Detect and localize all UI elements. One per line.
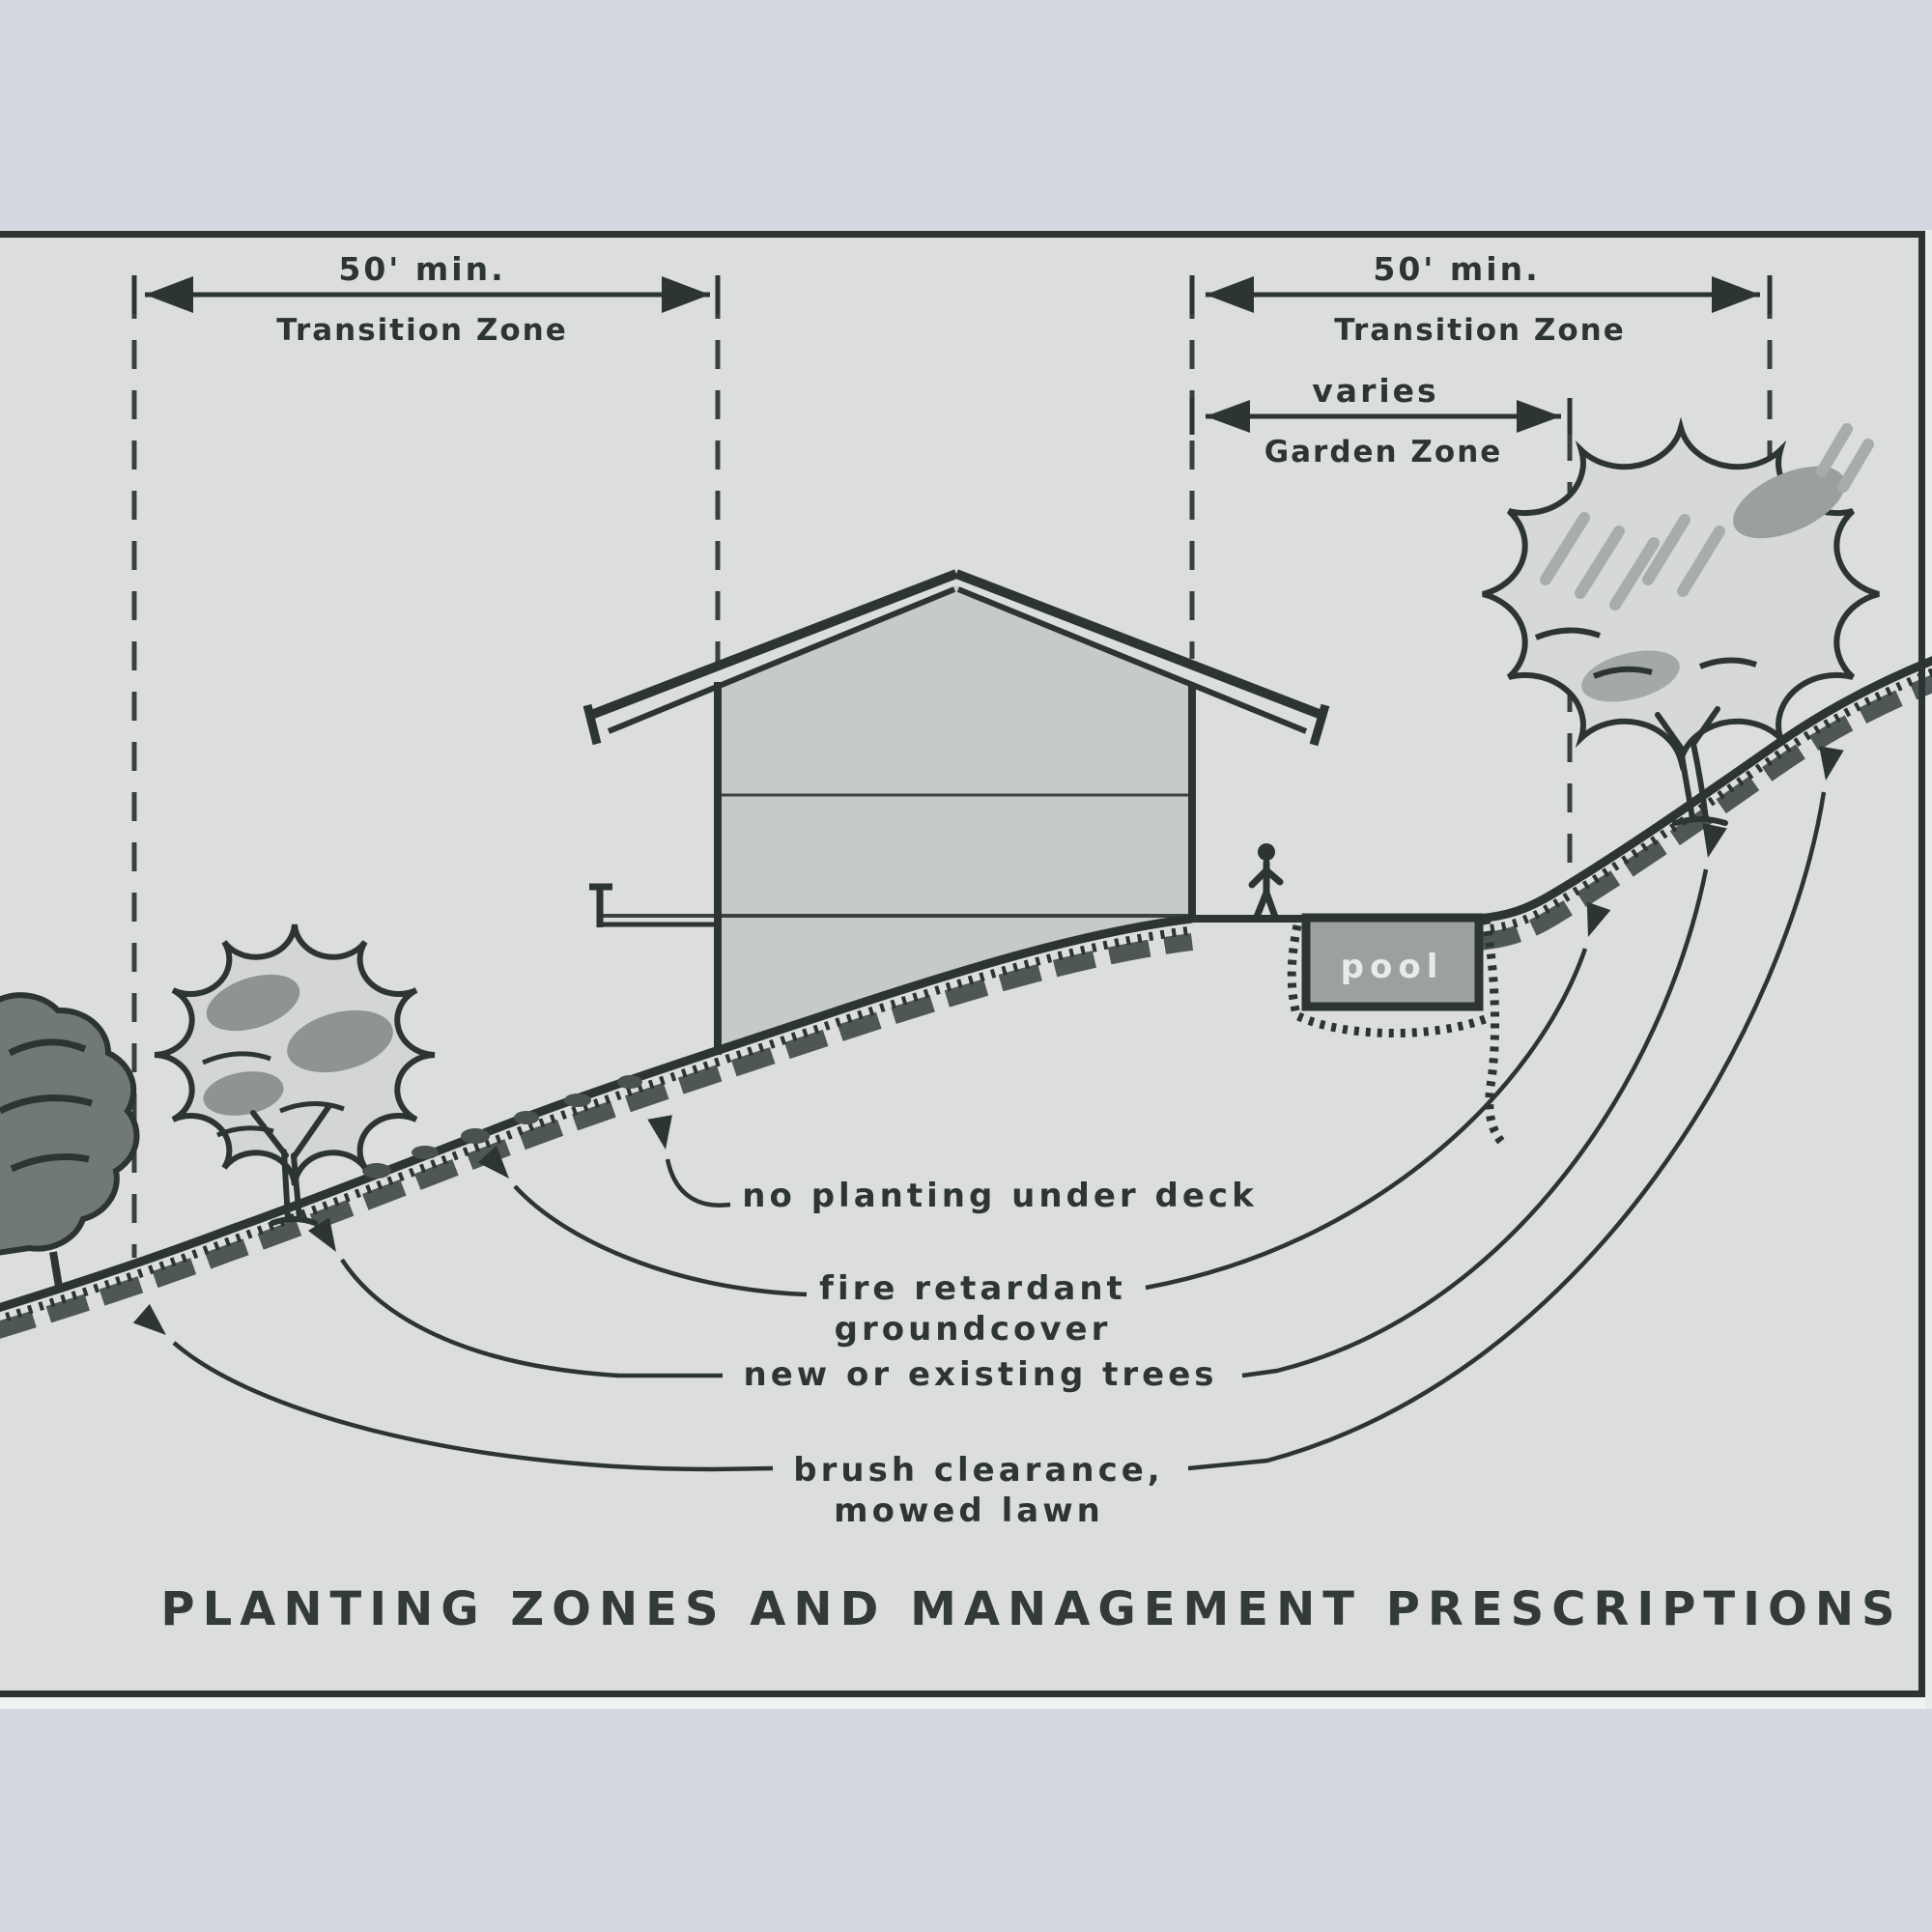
callout-arrows — [172, 791, 1827, 1472]
callout-labels: no planting under deck fire retardant gr… — [742, 1177, 1257, 1530]
roof — [582, 569, 1330, 747]
person-figure — [1248, 843, 1284, 921]
trunk — [1655, 706, 1728, 826]
pool-hatch-right — [1481, 919, 1507, 1148]
arrow-fire-right — [1145, 948, 1588, 1291]
terrain — [0, 656, 1932, 1339]
pool-basin — [1301, 913, 1484, 1011]
pool-hatch-left — [1287, 924, 1302, 1016]
canopy-hatch — [1540, 423, 1874, 611]
house — [582, 569, 1330, 1055]
arrowhead-right-icon — [1712, 276, 1760, 313]
canopy — [0, 992, 140, 1256]
dimension-garden-zone: varies Garden Zone — [1189, 372, 1573, 469]
arrow-brush-right — [1187, 791, 1827, 1471]
canopy-shading — [203, 974, 393, 1116]
arrowhead-left-icon — [145, 276, 193, 313]
label-brush-line2: mowed lawn — [834, 1492, 1104, 1530]
tree-left — [154, 923, 436, 1226]
left-deck — [589, 883, 721, 927]
left-dimension-length: 50' min. — [338, 250, 505, 288]
label-fire-retardant-line1: fire retardant — [819, 1269, 1126, 1308]
paper-right-strip — [1925, 230, 1932, 1709]
arrowhead-icon — [307, 1217, 336, 1252]
callout-arrowheads — [132, 746, 1844, 1335]
canopy-scribble — [1534, 627, 1758, 679]
frame-border — [0, 231, 1925, 1697]
garden-dimension-length: varies — [1312, 372, 1438, 410]
pool-hatch-bottom — [1296, 1011, 1490, 1038]
label-fire-retardant-line2: groundcover — [835, 1310, 1112, 1349]
arrow-brush-left — [172, 1341, 774, 1472]
house-body — [718, 585, 1192, 1055]
arrowhead-left-icon — [1206, 400, 1250, 433]
right-dimension-length: 50' min. — [1373, 250, 1540, 288]
arrowhead-icon — [1702, 823, 1727, 858]
garden-dimension-zone: Garden Zone — [1264, 435, 1503, 469]
label-no-planting: no planting under deck — [742, 1177, 1257, 1215]
label-new-existing-trees: new or existing trees — [743, 1355, 1217, 1394]
pool-label: pool — [1341, 948, 1444, 986]
canopy-shading — [1581, 466, 1845, 702]
dimension-left-transition: 50' min. Transition Zone — [131, 250, 721, 348]
tree-far-left — [0, 992, 140, 1293]
slope-shadow-band — [0, 674, 1932, 1339]
trunk — [250, 1104, 331, 1226]
slope-line-downhill — [0, 914, 1193, 1313]
arrowhead-icon — [132, 1303, 166, 1335]
arrowhead-right-icon — [1517, 400, 1561, 433]
trunk — [49, 1251, 64, 1293]
paper-edge-strip — [0, 1697, 1925, 1709]
arrowhead-icon — [647, 1115, 672, 1150]
canopy-scribble — [0, 1038, 93, 1173]
arrowhead-icon — [1819, 746, 1844, 781]
label-brush-line1: brush clearance, — [793, 1451, 1163, 1490]
arrowhead-right-icon — [662, 276, 710, 313]
diagram-title: PLANTING ZONES AND MANAGEMENT PRESCRIPTI… — [160, 1582, 1902, 1636]
arrowhead-left-icon — [1206, 276, 1254, 313]
dimension-right-transition: 50' min. Transition Zone — [1189, 250, 1773, 348]
arrow-trees-right — [1241, 868, 1709, 1378]
right-dimension-zone: Transition Zone — [1334, 313, 1626, 348]
arrow-no-planting — [665, 1158, 731, 1208]
arrow-trees-left — [340, 1258, 723, 1378]
arrowhead-icon — [1586, 901, 1611, 937]
pool: pool — [1287, 913, 1507, 1148]
arrow-fire-left — [513, 1184, 808, 1297]
left-dimension-zone: Transition Zone — [276, 313, 568, 348]
brush-clumps — [362, 1075, 642, 1179]
arrowhead-icon — [477, 1146, 509, 1179]
tree-right — [1482, 416, 1880, 826]
